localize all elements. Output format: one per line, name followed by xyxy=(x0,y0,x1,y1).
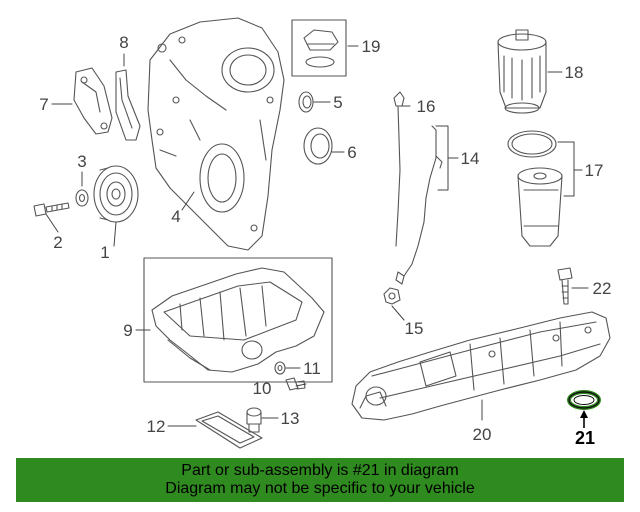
callout-10: 10 xyxy=(253,379,272,398)
info-banner: Part or sub-assembly is #21 in diagram D… xyxy=(16,458,624,502)
callout-labels: 1 2 3 4 5 6 7 8 9 10 11 12 13 14 15 16 1… xyxy=(39,33,611,448)
part-7-bracket xyxy=(73,67,113,135)
banner-line-1: Part or sub-assembly is #21 in diagram xyxy=(181,462,459,479)
part-12-gasket xyxy=(195,411,263,449)
part-10-drain-plug xyxy=(285,377,306,391)
callout-13: 13 xyxy=(281,409,300,428)
part-22-bolt xyxy=(557,267,573,305)
callout-9: 9 xyxy=(123,321,132,340)
part-16-dipstick xyxy=(393,91,405,247)
leader-lines xyxy=(45,45,589,427)
callout-7: 7 xyxy=(39,95,48,114)
part-19-cap xyxy=(291,19,347,77)
callout-21: 21 xyxy=(575,428,595,448)
callout-14: 14 xyxy=(461,149,480,168)
part-3-washer xyxy=(75,189,89,207)
part-14-tube xyxy=(395,125,443,285)
callout-1: 1 xyxy=(100,243,109,262)
part-1-pulley xyxy=(93,165,139,223)
callout-22: 22 xyxy=(593,279,612,298)
callout-19: 19 xyxy=(362,37,381,56)
part-5-seal xyxy=(298,91,314,113)
callout-5: 5 xyxy=(333,93,342,112)
part-8-gasket xyxy=(115,69,141,141)
banner-line-2: Diagram may not be specific to your vehi… xyxy=(165,480,475,497)
part-17-filter xyxy=(507,130,563,247)
callout-4: 4 xyxy=(171,207,180,226)
callout-20: 20 xyxy=(473,425,492,444)
part-11-washer xyxy=(274,361,286,375)
callout-6: 6 xyxy=(347,143,356,162)
callout-2: 2 xyxy=(53,233,62,252)
part-2-bolt xyxy=(33,202,70,217)
callout-11: 11 xyxy=(303,359,321,378)
part-18-filter-cap xyxy=(497,29,547,114)
callout-17: 17 xyxy=(585,161,604,180)
callout-12: 12 xyxy=(147,417,166,436)
part-6-seal xyxy=(303,127,333,165)
callout-16: 16 xyxy=(417,97,436,116)
callout-15: 15 xyxy=(405,319,424,338)
callout-8: 8 xyxy=(119,33,128,52)
part-9-oil-pan xyxy=(143,257,333,383)
parts-diagram: 1 2 3 4 5 6 7 8 9 10 11 12 13 14 15 16 1… xyxy=(33,17,611,449)
callout-3: 3 xyxy=(77,152,86,171)
part-20-intake-manifold xyxy=(351,311,611,421)
part-15-grommet xyxy=(383,287,401,305)
part-4-timing-cover xyxy=(147,17,285,251)
part-21-gasket xyxy=(567,390,601,428)
part-13-sensor xyxy=(246,407,262,433)
callout-18: 18 xyxy=(565,63,584,82)
